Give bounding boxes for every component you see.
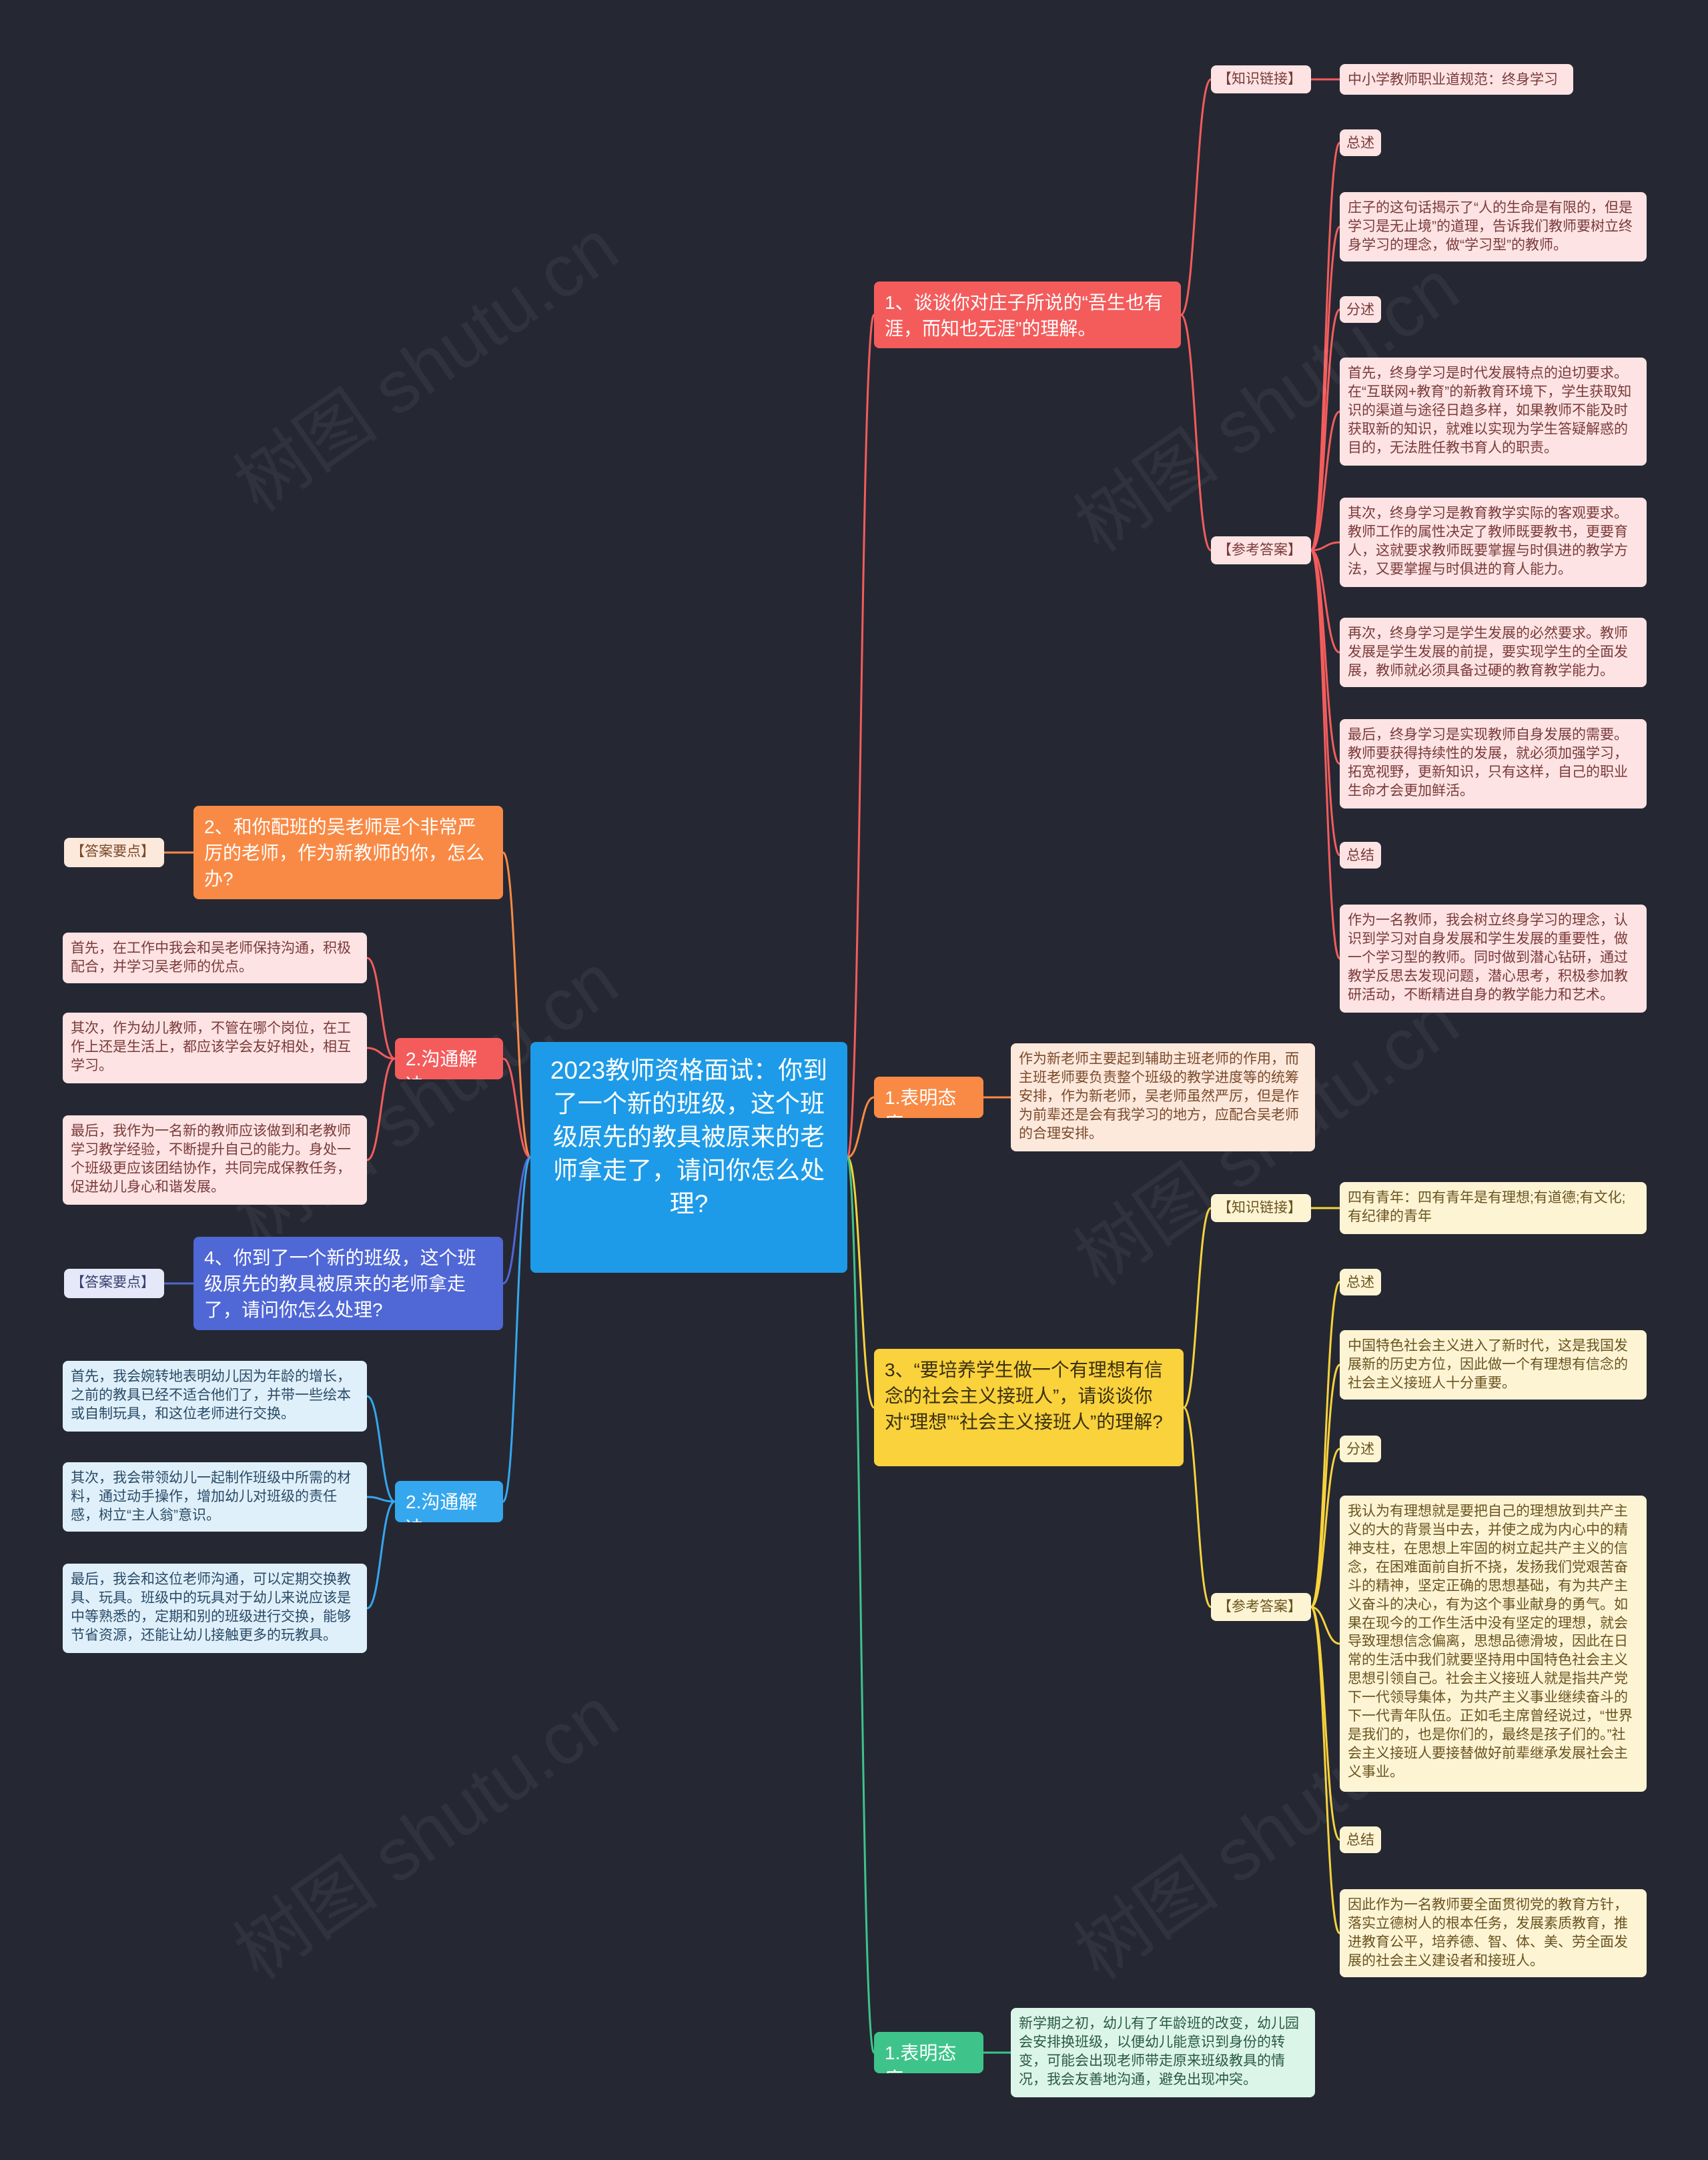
link-root-comm2 <box>502 1156 532 1503</box>
link-root-comm1 <box>502 1057 531 1159</box>
topic-attitude-2[interactable]: 1.表明态度 <box>874 2032 983 2073</box>
q1-summary-text[interactable]: 庄子的这句话揭示了“人的生命是有限的，但是学习是无止境”的道理，告诉我们教师要树… <box>1340 192 1647 261</box>
q3-summary-label[interactable]: 总述 <box>1340 1269 1381 1295</box>
attitude-1-text[interactable]: 作为新老师主要起到辅助主班老师的作用，而主班老师要负责整个班级的教学进度等的统筹… <box>1011 1043 1315 1151</box>
link-q1-taganswer <box>1180 314 1212 552</box>
q1-summary-label[interactable]: 总述 <box>1340 129 1381 156</box>
communicate-2-text-2[interactable]: 其次，我会带领幼儿一起制作班级中所需的材料，通过动手操作，增加幼儿对班级的责任感… <box>63 1462 367 1532</box>
topic-communicate-2[interactable]: 2.沟通解决 <box>395 1481 503 1522</box>
topic-attitude-1[interactable]: 1.表明态度 <box>874 1077 983 1118</box>
topic-q2-strict-colleague[interactable]: 2、和你配班的吴老师是个非常严厉的老师，作为新教师的你，怎么办? <box>193 806 503 899</box>
communicate-1-text-3[interactable]: 最后，我作为一名新的教师应该做到和老教师学习教学经验，不断提升自己的能力。身处一… <box>63 1115 367 1205</box>
link-q1-taglink <box>1180 78 1212 316</box>
q3-knowledge-link-text[interactable]: 四有青年：四有青年是有理想;有道德;有文化;有纪律的青年 <box>1340 1182 1647 1234</box>
link-q3-answer-2 <box>1310 1448 1340 1608</box>
q3-conclusion-text[interactable]: 因此作为一名教师要全面贯彻党的教育方针，落实立德树人的根本任务，发展素质教育，推… <box>1340 1889 1647 1977</box>
link-comm2-1 <box>366 1496 396 1503</box>
communicate-1-text-1[interactable]: 首先，在工作中我会和吴老师保持沟通，积极配合，并学习吴老师的优点。 <box>63 933 367 983</box>
q2-tag-answer-points[interactable]: 【答案要点】 <box>64 838 164 867</box>
q3-conclusion-label[interactable]: 总结 <box>1340 1826 1381 1853</box>
q1-conclusion-text[interactable]: 作为一名教师，我会树立终身学习的理念，认识到学习对自身发展和学生发展的重要性，做… <box>1340 905 1647 1013</box>
q1-tag-knowledge-link[interactable]: 【知识链接】 <box>1211 65 1311 93</box>
link-comm1-0 <box>366 957 396 1060</box>
q3-detail-label[interactable]: 分述 <box>1340 1436 1381 1462</box>
topic-q1-zhuangzi[interactable]: 1、谈谈你对庄子所说的“吾生也有涯，而知也无涯”的理解。 <box>874 282 1181 348</box>
link-root-q4 <box>502 1156 531 1285</box>
root-topic[interactable]: 2023教师资格面试：你到了一个新的班级，这个班级原先的教具被原来的老师拿走了，… <box>530 1042 847 1273</box>
link-q1-answer-5 <box>1310 549 1340 654</box>
link-root-attitude2 <box>846 1156 875 2054</box>
link-comm2-2 <box>366 1500 396 1610</box>
q1-detail-label[interactable]: 分述 <box>1340 296 1381 323</box>
link-q3-answer-3 <box>1310 1606 1340 1645</box>
link-root-attitude1 <box>847 1096 875 1159</box>
q3-tag-knowledge-link[interactable]: 【知识链接】 <box>1211 1194 1311 1222</box>
link-q1-answer-4 <box>1310 541 1340 552</box>
link-q3-answer-1 <box>1310 1364 1341 1608</box>
communicate-2-text-1[interactable]: 首先，我会婉转地表明幼儿因为年龄的增长，之前的教具已经不适合他们了，并带一些绘本… <box>63 1361 367 1432</box>
link-q3-answer-5 <box>1310 1606 1341 1935</box>
link-root-q2 <box>502 851 532 1159</box>
link-comm1-1 <box>366 1047 396 1060</box>
q1-conclusion-label[interactable]: 总结 <box>1340 842 1381 869</box>
link-q1-answer-2 <box>1310 308 1341 552</box>
link-q3-taglink <box>1182 1207 1212 1409</box>
q1-detail-text-4[interactable]: 最后，终身学习是实现教师自身发展的需要。教师要获得持续性的发展，就必须加强学习，… <box>1340 719 1647 808</box>
link-q1-answer-8 <box>1310 549 1341 960</box>
link-root-q3 <box>846 1156 875 1409</box>
link-q3-answer-0 <box>1310 1281 1341 1608</box>
link-comm2-0 <box>366 1395 396 1503</box>
q1-detail-text-1[interactable]: 首先，终身学习是时代发展特点的迫切要求。在“互联网+教育”的新教育环境下，学生获… <box>1340 358 1647 466</box>
link-comm1-2 <box>366 1057 396 1161</box>
topic-q4-teaching-aids[interactable]: 4、你到了一个新的班级，这个班级原先的教具被原来的老师拿走了，请问你怎么处理? <box>193 1237 503 1330</box>
topic-communicate-1[interactable]: 2.沟通解决 <box>395 1038 503 1079</box>
q3-summary-text[interactable]: 中国特色社会主义进入了新时代，这是我国发展新的历史方位，因此做一个有理想有信念的… <box>1340 1330 1647 1400</box>
link-q3-taganswer <box>1182 1406 1212 1608</box>
q3-detail-text[interactable]: 我认为有理想就是要把自己的理想放到共产主义的大的背景当中去，并使之成为内心中的精… <box>1340 1496 1647 1792</box>
attitude-2-text[interactable]: 新学期之初，幼儿有了年龄班的改变，幼儿园会安排换班级，以便幼儿能意识到身份的转变… <box>1011 2008 1315 2097</box>
q3-tag-reference-answer[interactable]: 【参考答案】 <box>1211 1593 1311 1621</box>
q1-detail-text-2[interactable]: 其次，终身学习是教育教学实际的客观要求。教师工作的属性决定了教师既要教书，更要育… <box>1340 498 1647 587</box>
link-q1-answer-3 <box>1310 410 1340 552</box>
q1-tag-reference-answer[interactable]: 【参考答案】 <box>1211 536 1311 564</box>
q1-detail-text-3[interactable]: 再次，终身学习是学生发展的必然要求。教师发展是学生发展的前提，要实现学生的全面发… <box>1340 618 1647 687</box>
topic-q3-ideals[interactable]: 3、“要培养学生做一个有理想有信念的社会主义接班人”，请谈谈你对“理想”“社会主… <box>874 1349 1184 1466</box>
q4-tag-answer-points[interactable]: 【答案要点】 <box>64 1269 164 1298</box>
link-root-q1 <box>846 314 875 1159</box>
communicate-2-text-3[interactable]: 最后，我会和这位老师沟通，可以定期交换教具、玩具。班级中的玩具对于幼儿来说应该是… <box>63 1564 367 1653</box>
q1-knowledge-link-text[interactable]: 中小学教师职业道规范：终身学习 <box>1340 64 1573 95</box>
communicate-1-text-2[interactable]: 其次，作为幼儿教师，不管在哪个岗位，在工作上还是生活上，都应该学会友好相处，相互… <box>63 1013 367 1083</box>
